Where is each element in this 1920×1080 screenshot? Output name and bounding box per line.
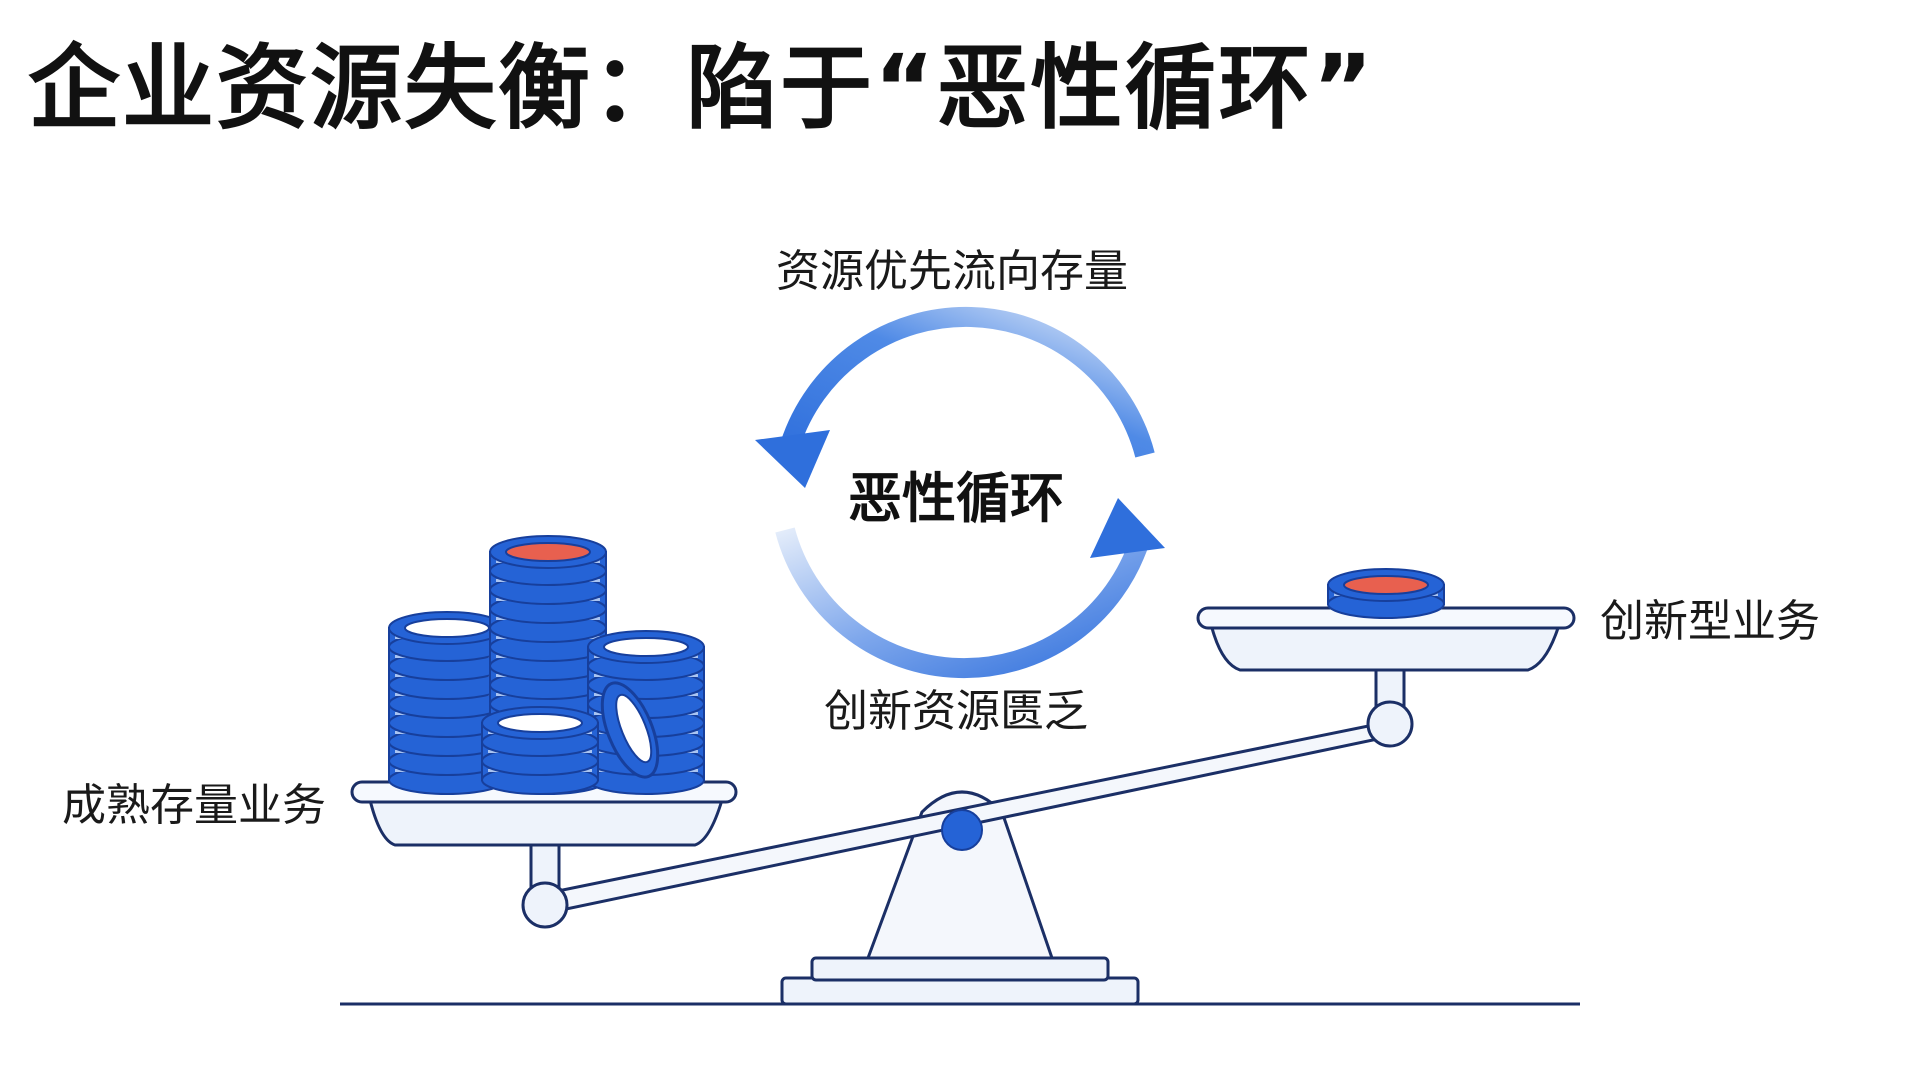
right-pan: [1196, 606, 1576, 672]
left-pan-hanger: [521, 842, 569, 929]
cycle-arrows: [755, 306, 1165, 679]
coin-stack-1: [388, 611, 506, 795]
scale-pivot: [941, 809, 983, 851]
cycle-arrow-top: [780, 306, 1155, 458]
left-pan-label: 成熟存量业务: [62, 780, 326, 831]
cycle-label-center: 恶性循环: [848, 467, 1064, 530]
cycle-label-bottom: 创新资源匮乏: [824, 686, 1088, 737]
cycle-arrowhead-left: [755, 430, 830, 488]
cycle-arrow-bottom: [775, 527, 1150, 679]
cycle-label-top: 资源优先流向存量: [776, 246, 1128, 297]
coin-single-red: [1327, 568, 1445, 619]
right-pan-label: 创新型业务: [1600, 596, 1820, 647]
right-pan-hanger: [1366, 666, 1414, 748]
scale-base: [780, 790, 1140, 1006]
page-title: 企业资源失衡：陷于“恶性循环”: [28, 35, 1375, 142]
coin-stack-4: [481, 706, 599, 795]
coin-leaning: [600, 681, 660, 779]
cycle-arrowhead-right: [1090, 498, 1165, 558]
coin-stacks-right: [1327, 568, 1445, 619]
coin-stacks-left: [388, 535, 705, 795]
